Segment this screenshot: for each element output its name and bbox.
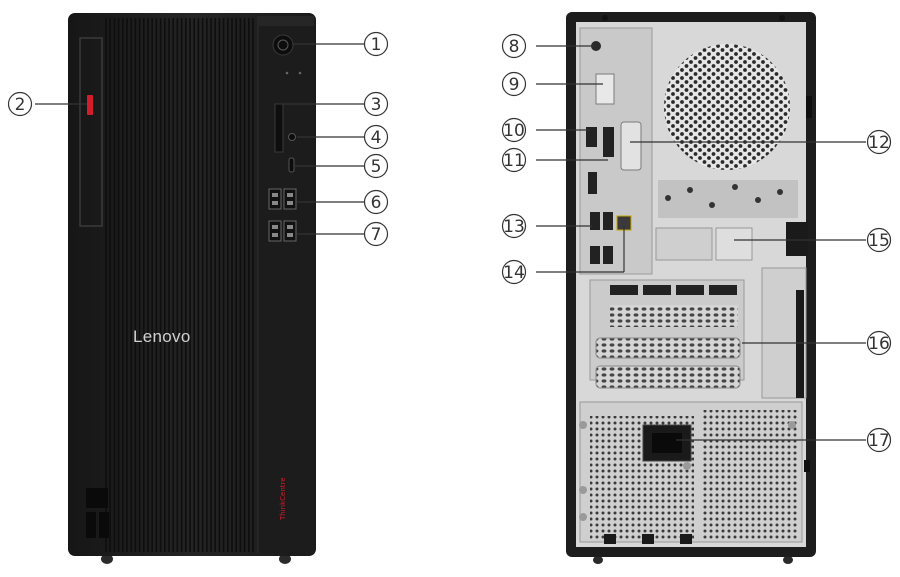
front-right-panel: [258, 16, 314, 553]
callout-number: 1: [371, 35, 382, 55]
callout-circle: [501, 71, 527, 97]
callout-14: 14: [501, 259, 527, 285]
front-foot-right: [279, 554, 291, 564]
callout-5: 5: [363, 153, 389, 179]
callout-circle: [363, 153, 389, 179]
callout-16: 16: [866, 330, 892, 356]
callout-number: 16: [868, 334, 890, 354]
rear-jack-8[interactable]: [591, 41, 601, 51]
callout-circle: [501, 147, 527, 173]
callout-circle: [866, 427, 892, 453]
callout-circle: [501, 259, 527, 285]
callout-7: 7: [363, 221, 389, 247]
callout-circle: [866, 129, 892, 155]
front-chassis: [68, 13, 316, 556]
usb-c-port[interactable]: [288, 157, 295, 173]
rear-port-10[interactable]: [586, 127, 597, 147]
callout-circle: [866, 330, 892, 356]
callout-number: 6: [371, 193, 382, 213]
rear-fan-grille: [664, 44, 790, 170]
usb-a-ports-lower[interactable]: [268, 220, 297, 242]
callout-number: 2: [15, 95, 26, 115]
callout-circle: [363, 124, 389, 150]
usb-a-ports-upper[interactable]: [268, 188, 297, 210]
lenovo-logo: Lenovo: [133, 327, 191, 346]
rear-port-15[interactable]: [715, 227, 753, 261]
front-grille-ribs: [105, 18, 254, 552]
callout-4: 4: [363, 124, 389, 150]
callout-number: 14: [503, 263, 525, 283]
callout-12: 12: [866, 129, 892, 155]
callout-number: 11: [503, 151, 525, 171]
front-tower: Lenovo ThinkCentre: [68, 13, 316, 564]
callout-circle: [363, 221, 389, 247]
callout-circle: [363, 91, 389, 117]
callout-number: 8: [509, 37, 520, 57]
callout-10: 10: [501, 117, 527, 143]
card-reader-slot[interactable]: [274, 103, 284, 153]
callout-number: 3: [371, 95, 382, 115]
callout-number: 12: [868, 133, 890, 153]
rear-optional-port-9[interactable]: [595, 73, 615, 105]
callout-number: 17: [868, 431, 890, 451]
front-foot-left: [101, 554, 113, 564]
thinkcentre-logo: ThinkCentre: [279, 477, 287, 521]
rear-usb-13[interactable]: [590, 212, 613, 264]
callout-11: 11: [501, 147, 527, 173]
power-button[interactable]: [272, 34, 294, 56]
callout-number: 9: [509, 75, 520, 95]
callout-circle: [501, 213, 527, 239]
callout-3: 3: [363, 91, 389, 117]
callout-circle: [7, 91, 33, 117]
callout-13: 13: [501, 213, 527, 239]
callout-circle: [866, 227, 892, 253]
callout-number: 15: [868, 231, 890, 251]
optical-bay: [79, 37, 103, 227]
callout-6: 6: [363, 189, 389, 215]
callout-17: 17: [866, 427, 892, 453]
callout-circle: [501, 33, 527, 59]
callout-8: 8: [501, 33, 527, 59]
callout-circle: [501, 117, 527, 143]
callout-9: 9: [501, 71, 527, 97]
callout-number: 7: [371, 225, 382, 245]
callout-number: 5: [371, 157, 382, 177]
callout-number: 10: [503, 121, 525, 141]
callout-2: 2: [7, 91, 33, 117]
pcie-slots-16: [589, 279, 745, 389]
callout-lines: [35, 43, 866, 441]
callout-15: 15: [866, 227, 892, 253]
red-accent-light: [87, 95, 93, 115]
callout-1: 1: [363, 31, 389, 57]
callout-circle: [363, 189, 389, 215]
callout-number: 4: [371, 128, 382, 148]
callout-number: 13: [503, 217, 525, 237]
rear-port-12[interactable]: [620, 121, 642, 171]
rear-port-11[interactable]: [603, 127, 614, 157]
callout-circle: [363, 31, 389, 57]
rear-tower: [566, 12, 816, 564]
audio-jack[interactable]: [288, 133, 296, 141]
